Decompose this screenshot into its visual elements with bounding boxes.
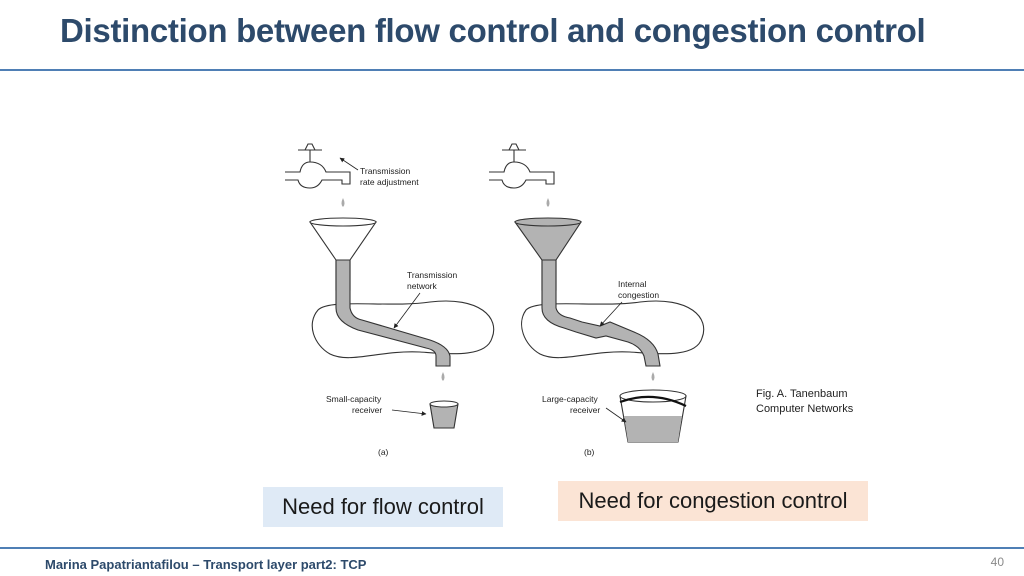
title-divider	[0, 69, 1024, 71]
label-small-receiver-line2: receiver	[352, 405, 382, 415]
flow-control-callout: Need for flow control	[263, 487, 503, 527]
panel-a: Transmission rate adjustment Transmissio…	[285, 143, 495, 457]
label-congestion-line1: Internal	[618, 279, 646, 289]
tanenbaum-figure: Transmission rate adjustment Transmissio…	[270, 140, 730, 470]
water-drop-icon	[341, 198, 345, 207]
large-bucket	[619, 389, 687, 443]
label-rate-line1: Transmission	[360, 166, 410, 176]
network-cloud	[311, 300, 495, 359]
credit-book: Computer Networks	[756, 403, 854, 415]
panel-b: Internal congestion Large-capacity recei…	[489, 143, 705, 457]
label-network-line2: network	[407, 281, 438, 291]
label-rate-line2: rate adjustment	[360, 177, 419, 187]
label-congestion-line2: congestion	[618, 290, 659, 300]
credit-author: Fig. A. Tanenbaum	[756, 388, 848, 400]
page-number: 40	[990, 555, 1004, 569]
footer-text: Marina Papatriantafilou – Transport laye…	[45, 557, 367, 572]
water-drop-icon	[546, 198, 550, 207]
water-drop-icon	[441, 372, 445, 381]
label-large-receiver-line2: receiver	[570, 405, 600, 415]
congestion-control-callout: Need for congestion control	[558, 481, 868, 521]
water-drop-icon	[651, 372, 655, 381]
faucet-icon	[489, 143, 555, 189]
network-cloud	[521, 300, 705, 359]
caption-a: (a)	[378, 447, 389, 457]
footer-divider	[0, 547, 1024, 549]
label-small-receiver-line1: Small-capacity	[326, 394, 382, 404]
congested-pipe	[541, 259, 661, 367]
small-bucket	[429, 400, 459, 429]
faucet-icon	[285, 143, 351, 189]
caption-b: (b)	[584, 447, 595, 457]
transmission-pipe	[335, 259, 451, 367]
label-large-receiver-line1: Large-capacity	[542, 394, 599, 404]
funnel-bucket-diagram: Transmission rate adjustment Transmissio…	[285, 143, 705, 457]
figure-credit: Fig. A. Tanenbaum Computer Networks	[756, 387, 853, 417]
label-network-line1: Transmission	[407, 270, 457, 280]
slide-title: Distinction between flow control and con…	[60, 12, 926, 49]
